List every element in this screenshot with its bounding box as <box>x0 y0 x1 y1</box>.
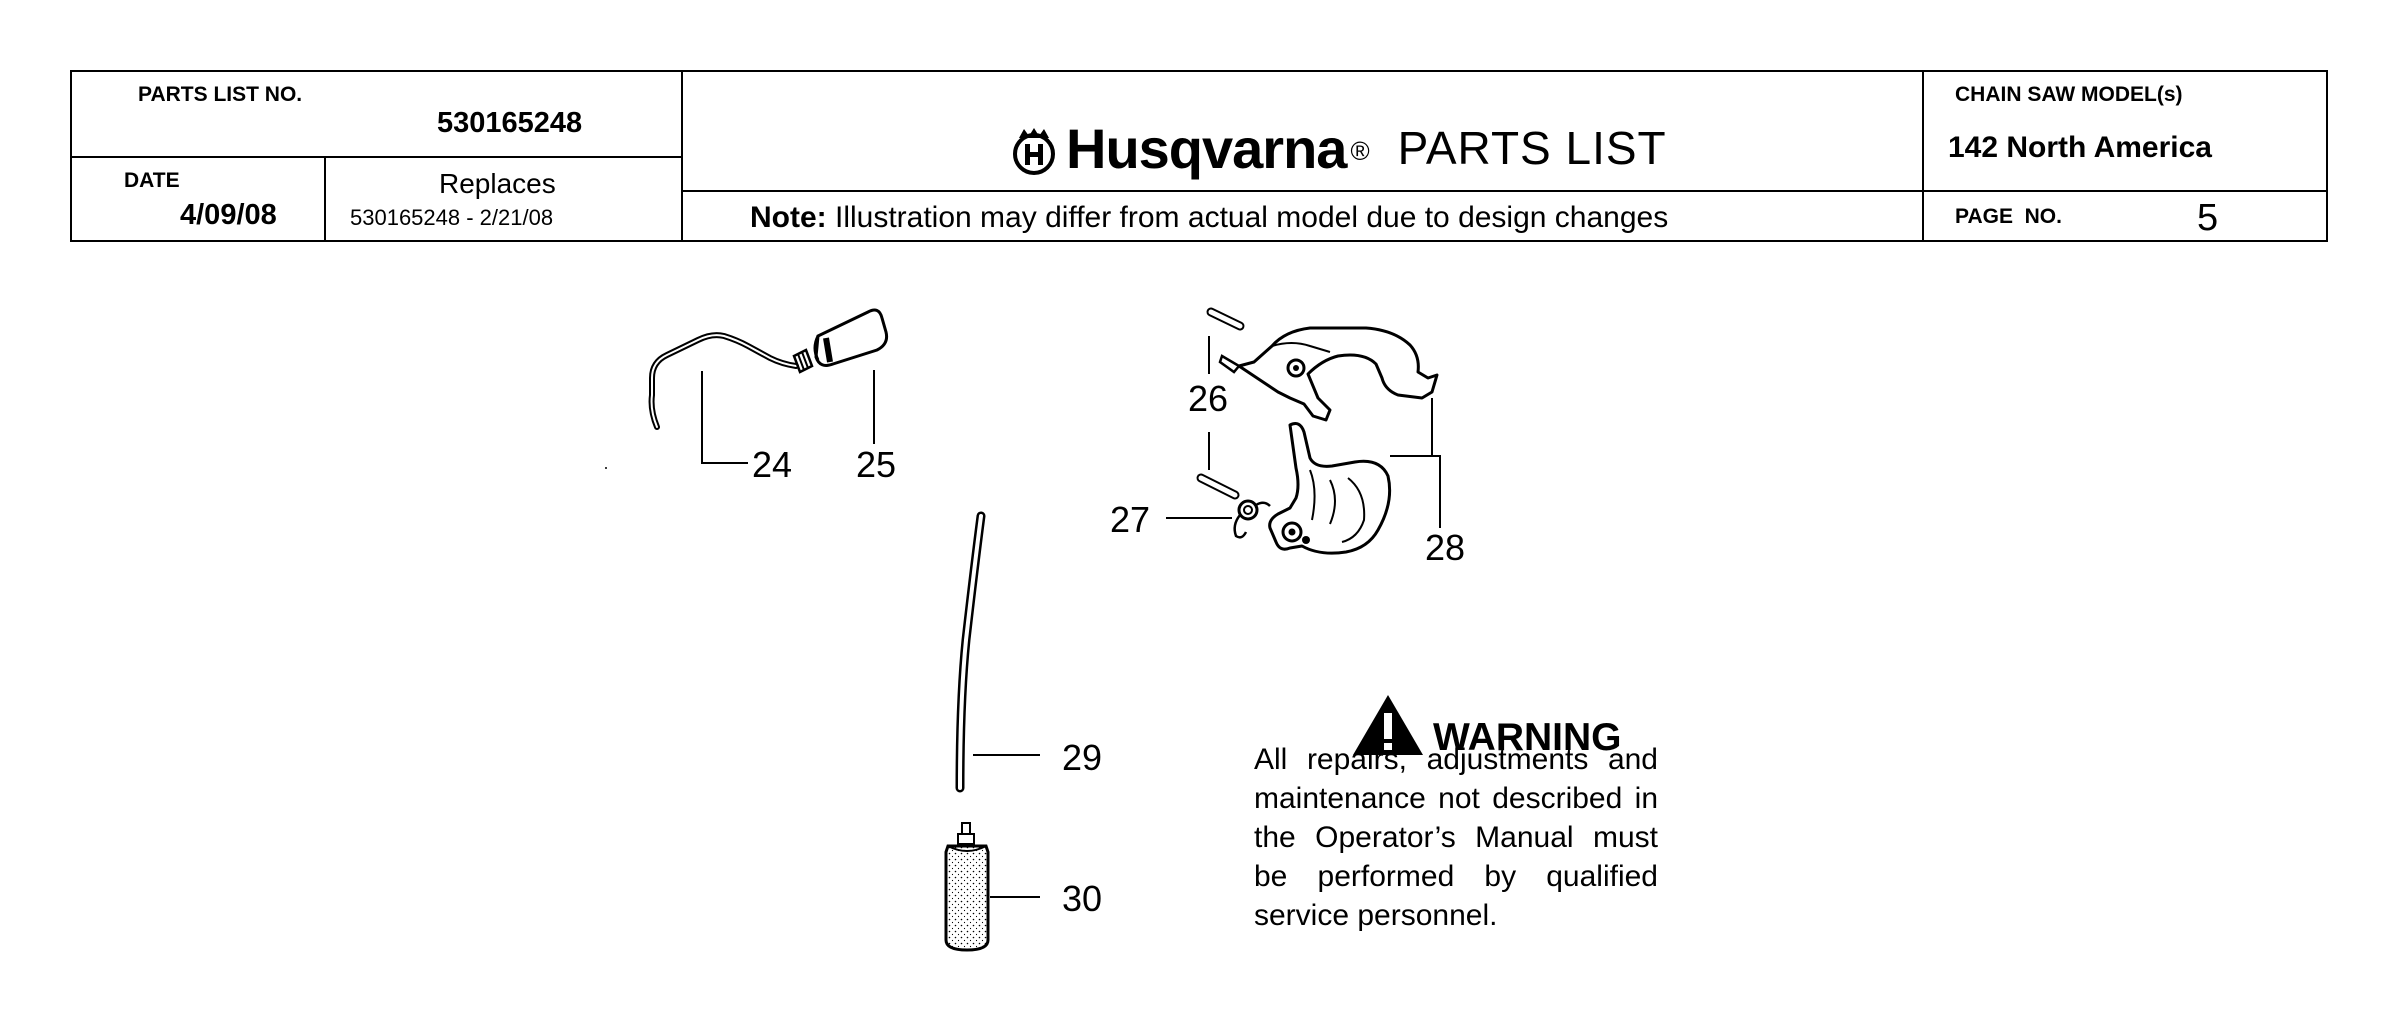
page-number: 5 <box>2197 197 2219 239</box>
registered-mark: ® <box>1350 136 1370 166</box>
replaces-label: Replaces <box>439 168 556 199</box>
part-30-fuel-filter <box>944 822 990 952</box>
brand-name: Husqvarna <box>1066 117 1347 180</box>
header-divider <box>681 70 683 242</box>
header-divider <box>70 156 682 158</box>
header-divider <box>1922 70 1924 242</box>
brand-title: Husqvarna ® PARTS LIST <box>1010 121 1667 177</box>
callout-26: 26 <box>1188 378 1229 419</box>
leader-24 <box>701 371 748 464</box>
note-label: Note: <box>750 201 827 234</box>
date-label: DATE <box>124 169 180 192</box>
page-title: PARTS LIST <box>1397 122 1667 174</box>
callout-25: 25 <box>856 444 897 485</box>
warning-heading: WARNING <box>1351 693 1622 757</box>
parts-list-no-label: PARTS LIST NO. <box>138 83 303 106</box>
callout-28: 28 <box>1425 527 1466 568</box>
part-28-throttle-trigger <box>1268 422 1392 555</box>
part-24-throttle-rod <box>648 332 814 430</box>
parts-list-number: 530165248 <box>437 107 583 139</box>
page-no-label: PAGE NO. <box>1955 205 2062 228</box>
part-29-fuel-hose <box>955 511 986 793</box>
callout-29: 29 <box>1062 737 1103 778</box>
husqvarna-logo-icon <box>1013 128 1055 175</box>
model-value: 142 North America <box>1948 131 2212 164</box>
callout-27: 27 <box>1110 499 1151 540</box>
note-text: Illustration may differ from actual mode… <box>826 201 1669 234</box>
callout-24: 24 <box>752 444 793 485</box>
part-27-spring <box>1233 499 1271 539</box>
speck <box>605 467 607 469</box>
warning-title: WARNING <box>1433 716 1622 759</box>
part-25-sleeve <box>813 308 889 367</box>
callout-30: 30 <box>1062 878 1103 919</box>
replaces-value: 530165248 - 2/21/08 <box>350 205 554 230</box>
model-label: CHAIN SAW MODEL(s) <box>1955 83 2183 106</box>
header-divider <box>681 190 2328 192</box>
header-divider <box>324 156 326 242</box>
leader-28 <box>1390 398 1441 528</box>
warning-text: All repairs, adjustments and maintenance… <box>1254 743 1658 932</box>
date-value: 4/09/08 <box>180 199 277 231</box>
part-28-lockout-lever <box>1218 326 1439 422</box>
design-note: Note: Illustration may differ from actua… <box>750 203 1668 233</box>
part-26-pins <box>1196 307 1245 500</box>
warning-triangle-icon <box>1353 695 1423 755</box>
header-divider <box>1922 190 2328 192</box>
